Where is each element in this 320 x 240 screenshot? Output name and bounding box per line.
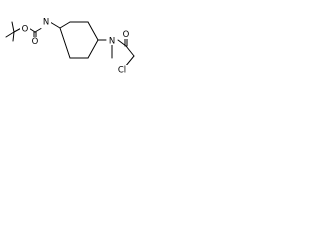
- bond-n-ring: [49, 21, 61, 29]
- label-carbamate-o-ether: O: [22, 25, 29, 35]
- atom-labels: O O N N O Cl: [20, 17, 131, 76]
- structure-canvas: O O N N O Cl: [0, 0, 164, 85]
- label-chlorine: Cl: [118, 66, 126, 76]
- bond-carbonyl-ch2: [125, 45, 135, 57]
- ring-bond-1: [59, 21, 71, 29]
- ring-bond-4: [87, 39, 99, 59]
- ring-bond-3: [87, 21, 99, 41]
- bond-tbutyl-methyl-left: [5, 31, 15, 38]
- chemical-structure-diagram: O O N N O Cl: [5, 17, 135, 76]
- bond-tbutyl-c-o: [13, 28, 21, 33]
- bond-tbutyl-methyl-bottom: [12, 31, 15, 42]
- label-amide-o: O: [123, 30, 130, 40]
- label-amide-n: N: [109, 37, 115, 47]
- bond-o-carbonyl: [29, 28, 36, 33]
- label-carbamate-o-double: O: [32, 37, 39, 47]
- label-carbamate-n: N: [43, 18, 49, 28]
- bond-tbutyl-methyl-top: [11, 21, 15, 33]
- bond-carbonyl-n: [34, 28, 42, 33]
- ring-bond-6: [59, 27, 71, 59]
